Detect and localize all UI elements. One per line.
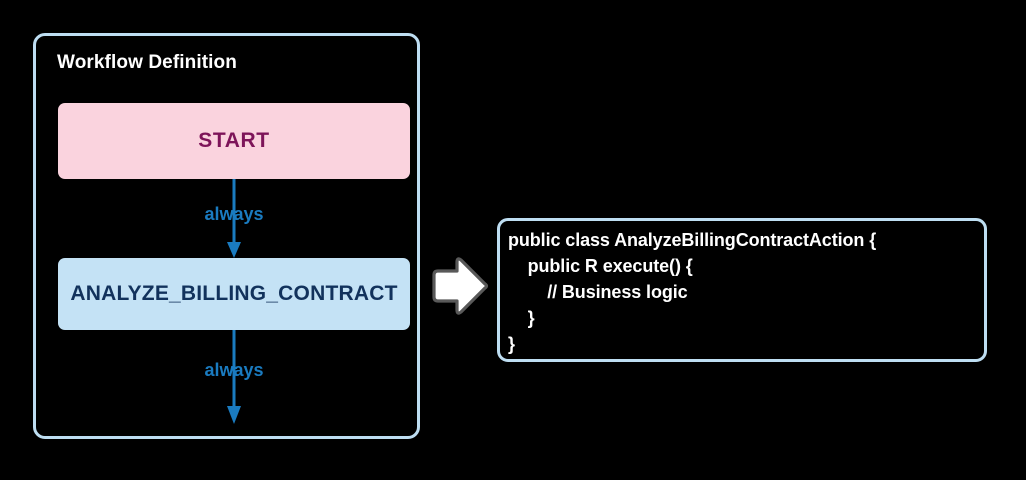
code-line: public R execute() { <box>508 256 693 276</box>
code-line: // Business logic <box>508 282 688 302</box>
code-line: } <box>508 334 515 354</box>
edge-label-analyze-to-end: always <box>204 360 264 380</box>
workflow-panel-title: Workflow Definition <box>57 52 237 73</box>
generated-code-panel: public class AnalyzeBillingContractActio… <box>497 218 987 362</box>
workflow-connectors <box>227 179 241 424</box>
workflow-definition-panel: Workflow Definition START always ANALYZE… <box>33 33 420 439</box>
workflow-node-start[interactable]: START <box>58 103 410 179</box>
code-line: public class AnalyzeBillingContractActio… <box>508 230 877 250</box>
block-arrow-right-icon <box>432 257 489 315</box>
code-line: } <box>508 308 535 328</box>
edge-label-start-to-analyze: always <box>204 204 264 224</box>
workflow-node-analyze-billing-contract[interactable]: ANALYZE_BILLING_CONTRACT <box>58 258 410 330</box>
